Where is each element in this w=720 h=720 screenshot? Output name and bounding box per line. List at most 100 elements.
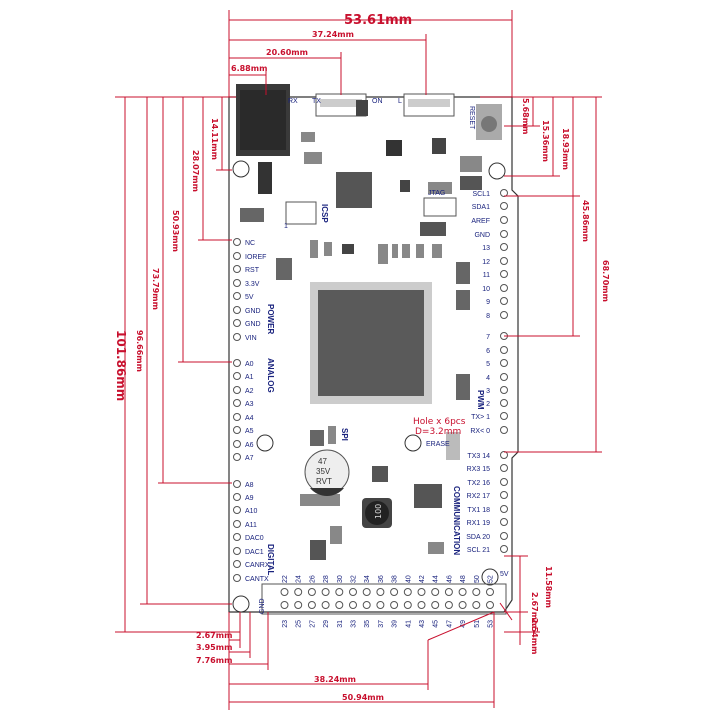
bottom-pin-label: 42 xyxy=(419,575,426,583)
dim-height-total: 101.86mm xyxy=(114,330,128,401)
header-pin xyxy=(444,588,453,596)
bottom-pin-label: 25 xyxy=(296,620,303,628)
header-pin xyxy=(500,545,508,553)
header-pin xyxy=(349,601,357,609)
bottom-pin-label: 32 xyxy=(351,575,358,583)
bottom-pin-label: 37 xyxy=(378,620,385,628)
left-pin-label: A1 xyxy=(245,374,254,381)
header-pin xyxy=(376,588,385,596)
left-pin-label: 5V xyxy=(245,294,254,301)
header-pin xyxy=(486,588,494,596)
header-pin xyxy=(233,333,241,341)
right-pin-label: TX> 1 xyxy=(471,414,490,421)
right-pin-label: RX3 15 xyxy=(467,466,490,473)
icsp-pin1-label: 1 xyxy=(284,223,288,230)
dimension-lines xyxy=(115,10,602,710)
header-pin xyxy=(444,601,453,609)
left-pin-label: A4 xyxy=(245,415,254,422)
header-pin xyxy=(376,601,385,609)
digital-section-label: DIGITAL xyxy=(266,544,275,576)
header-pin xyxy=(458,588,467,596)
right-pin-label: 5 xyxy=(486,361,490,368)
right-pin-label: TX2 16 xyxy=(467,480,490,487)
main-mcu-chip xyxy=(310,282,432,404)
header-pin xyxy=(500,230,508,238)
bottom-pin-label: 26 xyxy=(309,575,316,583)
right-pin-label: SDA 20 xyxy=(466,534,490,541)
dim-73-79: 73.79mm xyxy=(151,268,160,310)
left-pin-label: IOREF xyxy=(245,254,266,261)
header-pin xyxy=(233,520,241,528)
header-pin xyxy=(500,464,508,472)
left-pin-label: A2 xyxy=(245,388,254,395)
header-pin xyxy=(500,284,508,292)
header-pin xyxy=(233,440,241,448)
header-pin xyxy=(335,588,344,596)
header-pin xyxy=(233,359,241,367)
header-pin xyxy=(472,601,481,609)
capacitor-label-1: 47 xyxy=(318,457,327,466)
header-pin xyxy=(233,413,241,421)
left-pin-label: CANRX xyxy=(245,562,270,569)
inductor xyxy=(362,498,392,528)
l-label: L xyxy=(398,98,402,105)
five-v-bottom-label: 5V xyxy=(500,571,509,578)
dim-96-66: 96.66mm xyxy=(135,330,144,372)
erase-label: ERASE xyxy=(426,441,450,448)
bottom-pin-label: 47 xyxy=(446,620,453,628)
header-pin xyxy=(472,588,481,596)
header-pin xyxy=(431,601,440,609)
header-pin xyxy=(294,588,303,596)
header-pin xyxy=(233,453,241,461)
header-pin xyxy=(233,252,241,260)
bottom-pin-label: 23 xyxy=(282,620,289,628)
mounting-hole xyxy=(232,595,250,613)
dim-45-86: 45.86mm xyxy=(581,200,590,242)
dim-14-11: 14.11mm xyxy=(210,118,219,160)
left-pin-label: VIN xyxy=(245,335,257,342)
right-pin-label: GND xyxy=(474,232,490,239)
left-pin-label: A6 xyxy=(245,442,254,449)
right-pin-label: SCL1 xyxy=(472,191,490,198)
dim-5-68: 5.68mm xyxy=(521,98,530,134)
dim-2-67-right: 2.67mm xyxy=(530,592,539,628)
right-pin-label: SCL 21 xyxy=(467,547,490,554)
rx-label: RX xyxy=(288,98,298,105)
bottom-pin-label: 51 xyxy=(474,620,481,628)
bottom-pin-label: 34 xyxy=(364,575,371,583)
dim-50-93: 50.93mm xyxy=(171,210,180,252)
header-pin xyxy=(233,372,241,380)
right-pin-label: RX< 0 xyxy=(470,428,490,435)
header-pin xyxy=(500,478,508,486)
right-pin-label: 4 xyxy=(486,375,490,382)
analog-section-label: ANALOG xyxy=(266,358,275,393)
header-pin xyxy=(349,588,357,596)
header-pin xyxy=(500,373,508,381)
bottom-pin-label: 44 xyxy=(433,575,440,583)
header-pin xyxy=(233,386,241,394)
dim-20-60: 20.60mm xyxy=(266,48,308,57)
bottom-pin-label: 52 xyxy=(488,575,495,583)
header-pin xyxy=(307,588,316,596)
gnd-bottom-label: GND xyxy=(259,598,266,614)
bottom-pin-label: 43 xyxy=(419,620,426,628)
left-pin-label: DAC1 xyxy=(245,549,264,556)
header-pin xyxy=(500,532,508,540)
header-pin xyxy=(335,601,344,609)
right-pin-label: 10 xyxy=(482,286,490,293)
header-pin xyxy=(321,588,330,596)
header-pin xyxy=(233,292,241,300)
header-pin xyxy=(233,506,241,514)
tx-label: TX xyxy=(312,98,321,105)
header-pin xyxy=(500,359,508,367)
header-pin xyxy=(233,265,241,273)
mounting-hole xyxy=(488,162,506,180)
right-pin-label: 11 xyxy=(483,272,490,279)
jtag-header xyxy=(423,197,457,217)
header-pin xyxy=(362,601,371,609)
header-pin xyxy=(233,560,241,568)
communication-section-label: COMMUNICATION xyxy=(452,486,461,555)
header-pin xyxy=(233,399,241,407)
dim-50-94: 50.94mm xyxy=(342,693,384,702)
